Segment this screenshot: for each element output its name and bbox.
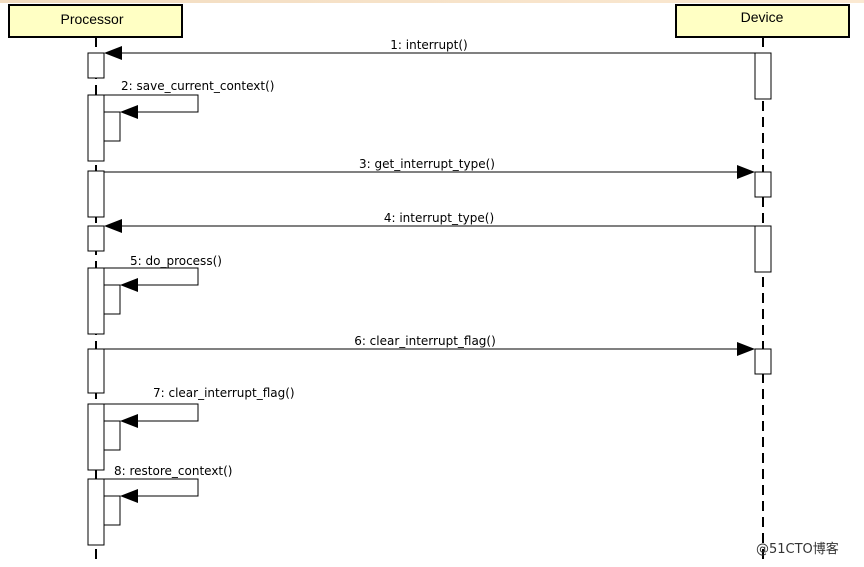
activation-bar [87, 403, 105, 471]
device-label: Device [741, 9, 784, 25]
message-7: 7: clear_interrupt_flag() [104, 386, 295, 428]
message-4: 4: interrupt_type() [104, 211, 755, 233]
processor-label: Processor [60, 11, 123, 27]
arrowhead-icon [120, 105, 138, 119]
self-activation-bar [103, 495, 121, 526]
activation-bar [87, 267, 105, 335]
arrowhead-icon [104, 46, 122, 60]
activation-bar [754, 171, 772, 198]
activation-bar [754, 225, 772, 273]
self-activation-bar [103, 420, 121, 451]
message-label: 4: interrupt_type() [384, 211, 494, 225]
message-2: 2: save_current_context() [104, 79, 274, 119]
self-activation-bar [103, 284, 121, 315]
activation-bar [87, 478, 105, 546]
participant-processor: Processor [8, 4, 183, 38]
message-label: 5: do_process() [130, 254, 222, 268]
message-label: 1: interrupt() [390, 38, 467, 52]
message-5: 5: do_process() [104, 254, 222, 292]
activation-bar [87, 225, 105, 252]
message-8: 8: restore_context() [104, 464, 233, 503]
arrowhead-icon [737, 165, 755, 179]
message-3: 3: get_interrupt_type() [104, 157, 755, 179]
watermark-text: @51CTO博客 [756, 541, 839, 557]
activation-bar [87, 170, 105, 218]
arrowhead-icon [737, 342, 755, 356]
activation-bar [87, 94, 105, 162]
message-label: 7: clear_interrupt_flag() [153, 386, 295, 400]
processor-activations [87, 52, 121, 546]
activation-bar [754, 348, 772, 375]
top-strip [0, 0, 864, 3]
device-activations [754, 52, 772, 375]
arrowhead-icon [120, 489, 138, 503]
message-label: 6: clear_interrupt_flag() [354, 334, 496, 348]
message-label: 3: get_interrupt_type() [359, 157, 495, 171]
message-1: 1: interrupt() [104, 38, 755, 60]
message-6: 6: clear_interrupt_flag() [104, 334, 755, 356]
activation-bar [754, 52, 772, 100]
message-label: 8: restore_context() [114, 464, 233, 478]
arrowhead-icon [120, 414, 138, 428]
self-activation-bar [103, 111, 121, 142]
activation-bar [87, 52, 105, 79]
participant-device: Device [675, 4, 850, 38]
activation-bar [87, 348, 105, 394]
arrowhead-icon [120, 278, 138, 292]
arrowhead-icon [104, 219, 122, 233]
message-label: 2: save_current_context() [121, 79, 274, 93]
